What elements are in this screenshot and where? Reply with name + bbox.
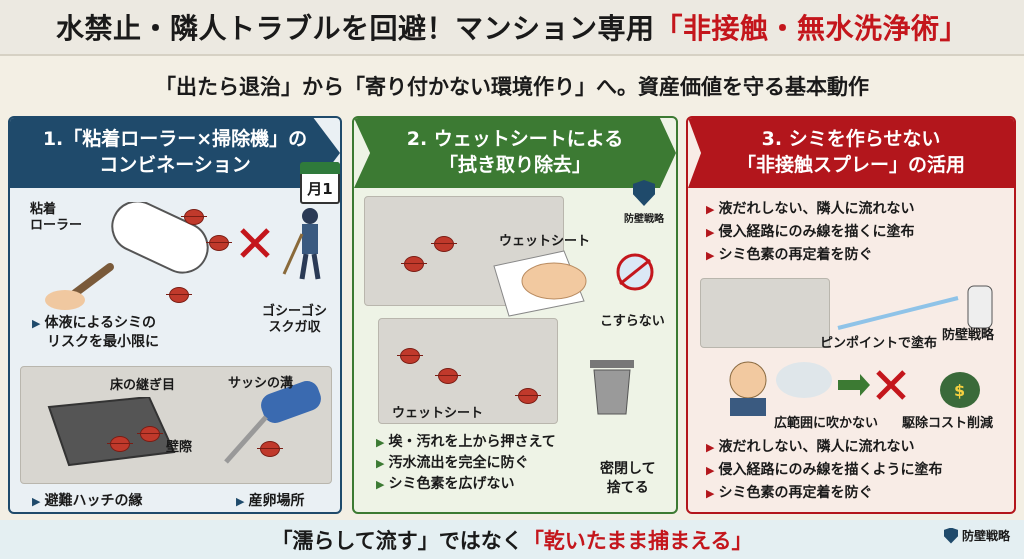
title-part2: 「非接触・無水洗浄術」 xyxy=(654,12,969,45)
scrub-label-line1: ゴシーゴシ xyxy=(262,304,328,319)
panel-wet-sheet: 2. ウェットシートによる 「拭き取り除去」 防壁戦略 ウェットシート こすらな… xyxy=(352,116,678,514)
panel1-header-line2: コンビネーション xyxy=(99,154,251,176)
scrub-label: ゴシーゴシ スクガ収 xyxy=(262,304,327,336)
panel3-header: 3. シミを作らせない 「非接触スプレー」の活用 xyxy=(688,118,1014,188)
floor-illustration xyxy=(20,366,332,484)
scrub-label-line2: スクガ収 xyxy=(268,320,321,335)
sealed-label-line1: 密閉して xyxy=(600,461,656,477)
panel3-header-line1: 3. シミを作らせない xyxy=(761,128,941,150)
panel3-bullets-bottom: ▶液だれしない、隣人に流れない ▶侵入経路にのみ線を描くように塗布 ▶シミ色素の… xyxy=(706,439,943,501)
cost-cut-label: 駆除コスト削減 xyxy=(902,416,994,431)
spray-bottle-icon xyxy=(837,285,993,330)
mite-icon xyxy=(206,236,232,250)
bottom-part1: 「濡らして流す」ではなく xyxy=(271,528,523,553)
panel3-bullet: 液だれしない、隣人に流れない xyxy=(718,201,915,217)
hatch-icon xyxy=(47,397,176,467)
bottom-banner: 「濡らして流す」ではなく「乾いたまま捕まえる」 xyxy=(0,520,1024,559)
mite-icon xyxy=(397,349,423,363)
shield-icon xyxy=(633,180,655,206)
bullet-spawn: ▶産卵場所 xyxy=(236,493,305,509)
spray-cloud-icon xyxy=(776,362,832,398)
brand-label: 防壁戦略 xyxy=(961,529,1010,543)
cross-icon xyxy=(240,228,270,258)
sealed-label-line2: 捨てる xyxy=(606,480,649,496)
mite-icon xyxy=(515,389,541,403)
badge-label: 防壁戦略 xyxy=(624,214,664,225)
panel1-bullet-line1: 体液によるシミの xyxy=(44,315,157,331)
roller-label-line2: ローラー xyxy=(30,218,83,233)
pinpoint-label: ピンポイントで塗布 xyxy=(820,336,938,351)
panel-spray: 3. シミを作らせない 「非接触スプレー」の活用 ▶液だれしない、隣人に流れない… xyxy=(686,116,1016,514)
mite-icon xyxy=(181,210,207,224)
main-title: 水禁止・隣人トラブルを回避！マンション専用「非接触・無水洗浄術」 xyxy=(0,0,1024,56)
worried-person-icon xyxy=(729,361,767,416)
panel3-bullet: 侵入経路にのみ線を描くように塗布 xyxy=(718,462,943,478)
panel2-header-line1: 2. ウェットシートによる xyxy=(406,128,624,150)
panel2-bullet: 汚水流出を完全に防ぐ xyxy=(388,455,529,471)
mite-icon xyxy=(435,369,461,383)
brand-logo: 防壁戦略 xyxy=(943,527,1010,544)
panel-roller-vacuum: 1.「粘着ローラー×掃除機」の コンビネーション 月1 粘着 ローラー ゴシーゴ… xyxy=(8,116,342,514)
mite-icon xyxy=(401,257,427,271)
bullet-spawn-text: 産卵場所 xyxy=(248,493,305,509)
panel1-header: 1.「粘着ローラー×掃除機」の コンビネーション xyxy=(10,118,340,188)
panel2-bullet: 埃・汚れを上から押さえて xyxy=(388,434,556,450)
wet-sheet-label-1: ウェットシート xyxy=(499,234,591,249)
no-rub-label: こすらない xyxy=(600,314,665,329)
mite-icon xyxy=(107,437,133,451)
panel2-bullet: シミ色素を広げない xyxy=(388,476,515,492)
panel2-bullets: ▶埃・汚れを上から押さえて ▶汚水流出を完全に防ぐ ▶シミ色素を広げない xyxy=(376,434,556,492)
sash-rail-photo xyxy=(700,278,830,348)
subtitle: 「出たら退治」から「寄り付かない環境作り」へ。資産価値を守る基本動作 xyxy=(155,75,869,99)
panel1-header-line1: 1.「粘着ローラー×掃除機」の xyxy=(42,128,308,150)
wiping-hand-icon xyxy=(493,250,587,317)
sweeping-person-icon xyxy=(282,208,321,280)
wall-edge-label: 壁際 xyxy=(166,440,193,455)
mite-icon xyxy=(137,427,163,441)
strategy-label: 防壁戦略 xyxy=(942,328,995,343)
title-part1: 水禁止・隣人トラブルを回避！マンション専用 xyxy=(55,12,655,45)
floor-photo xyxy=(378,318,558,424)
arrow-cross-icon xyxy=(838,370,906,400)
panel3-bullets-top: ▶液だれしない、隣人に流れない ▶侵入経路にのみ線を描くに塗布 ▶シミ色素の再定… xyxy=(706,201,915,263)
bullet-hatch-text: 避難ハッチの縁 xyxy=(44,493,143,509)
panel3-bullet: 液だれしない、隣人に流れない xyxy=(718,439,915,455)
no-wide-label: 広範囲に吹かない xyxy=(774,416,879,431)
no-rub-icon xyxy=(616,253,654,291)
shield-icon xyxy=(943,527,958,544)
calendar-icon: 月1 xyxy=(300,162,340,204)
roller-label-line1: 粘着 xyxy=(30,202,57,217)
sash-groove-label: サッシの溝 xyxy=(228,376,294,391)
badge: 防壁戦略 xyxy=(624,180,664,225)
mite-icon xyxy=(257,442,283,456)
panel3-bullet: 侵入経路にのみ線を描くに塗布 xyxy=(718,224,915,240)
lint-roller-icon xyxy=(45,202,209,310)
svg-text:$: $ xyxy=(954,381,965,400)
trash-can-icon xyxy=(590,360,634,415)
mite-icon xyxy=(431,237,457,251)
money-bag-icon: $ xyxy=(940,372,980,408)
panel3-bullet: シミ色素の再定着を防ぐ xyxy=(718,485,873,501)
panel2-header-line2: 「拭き取り除去」 xyxy=(438,154,591,176)
panel1-bullet-line2: リスクを最小限に xyxy=(47,334,159,350)
mite-icon xyxy=(166,288,192,302)
panel1-bullet: ▶体液によるシミの リスクを最小限に xyxy=(32,315,159,350)
sealed-label: 密閉して 捨てる xyxy=(600,460,656,498)
vacuum-icon xyxy=(224,381,321,464)
roller-label: 粘着 ローラー xyxy=(30,202,82,234)
bullet-hatch: ▶避難ハッチの縁 xyxy=(32,493,143,509)
wet-sheet-label-2: ウェットシート xyxy=(392,406,484,421)
floor-seam-label: 床の継ぎ目 xyxy=(110,378,176,393)
panel3-bullet: シミ色素の再定着を防ぐ xyxy=(718,247,873,263)
panel2-header: 2. ウェットシートによる 「拭き取り除去」 xyxy=(354,118,676,188)
calendar-label: 月1 xyxy=(307,180,333,198)
panel3-header-line2: 「非接触スプレー」の活用 xyxy=(736,154,965,176)
bottom-part2: 「乾いたまま捕まえる」 xyxy=(522,528,753,553)
